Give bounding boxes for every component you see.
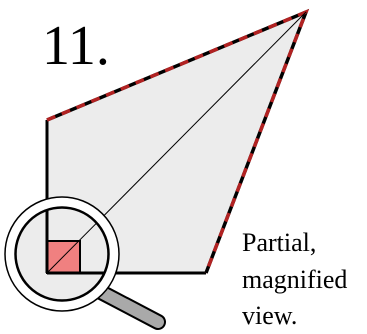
figure-number: 11. bbox=[42, 15, 110, 77]
magnified-view bbox=[16, 208, 108, 300]
magnifier-handle-fill bbox=[93, 285, 164, 328]
magnifying-glass-icon bbox=[4, 196, 120, 312]
caption-line-1: Partial, bbox=[242, 228, 316, 257]
caption-line-3: view. bbox=[242, 301, 297, 330]
caption-line-2: magnified bbox=[242, 265, 347, 294]
